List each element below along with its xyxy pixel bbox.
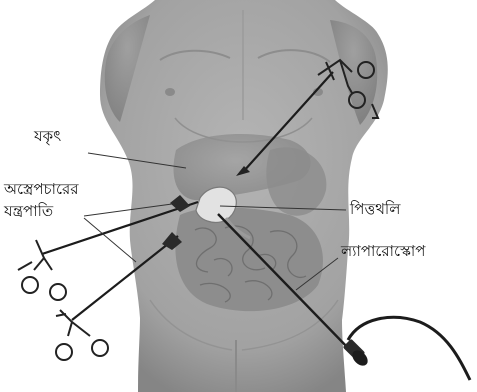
nipple-left [165, 88, 175, 96]
instruments-label-line2: যন্ত্রপাতি [4, 203, 53, 220]
liver-label: যকৃৎ [34, 128, 61, 145]
instruments-label-line1: অস্ত্রেপচারের [4, 181, 79, 198]
laparoscope-cable [348, 317, 470, 380]
laparoscope-label: ল্যাপারোস্কোপ [341, 243, 425, 260]
torso [100, 0, 388, 392]
laparoscope-eyepiece [343, 339, 371, 369]
left-lower-scissors-handle [56, 310, 108, 360]
gallbladder-label: পিত্তথলি [350, 201, 400, 218]
